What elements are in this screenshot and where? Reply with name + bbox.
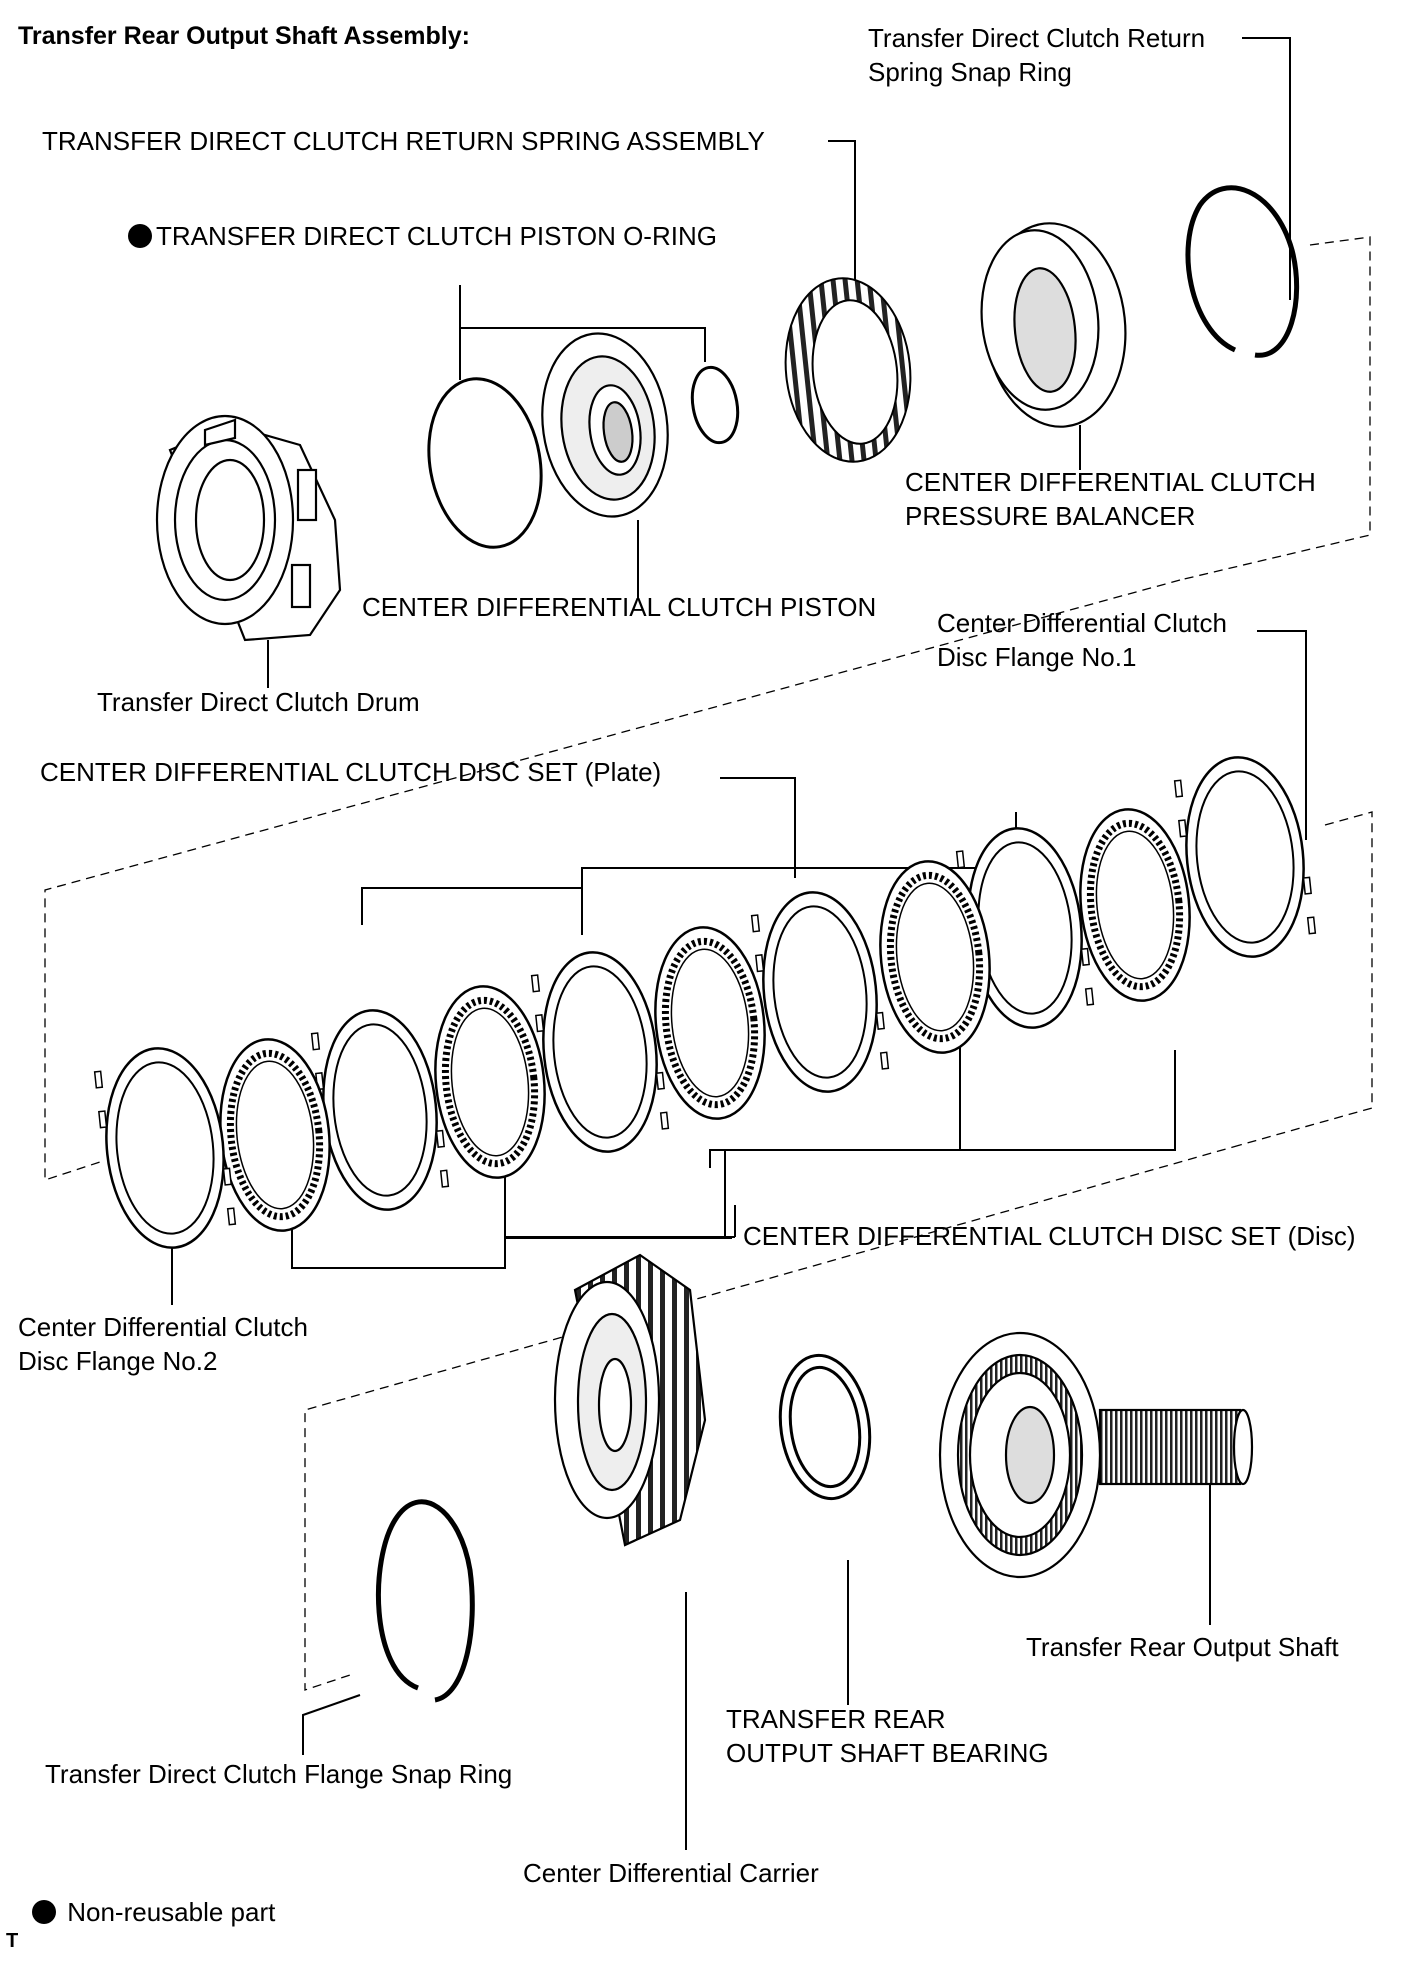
piston-o-ring-parts xyxy=(427,365,740,549)
clutch-drum-part xyxy=(155,414,342,642)
label-pressure-balancer-line1: CENTER DIFFERENTIAL CLUTCH xyxy=(905,467,1316,497)
label-pressure-balancer-line2: PRESSURE BALANCER xyxy=(905,501,1196,531)
return-snap-ring-part xyxy=(1185,185,1300,358)
label-return-spring-assembly: TRANSFER DIRECT CLUTCH RETURN SPRING ASS… xyxy=(42,126,765,156)
disc-flange-2-part xyxy=(93,1047,237,1249)
label-rear-output-shaft: Transfer Rear Output Shaft xyxy=(1026,1632,1339,1662)
clutch-plate-part xyxy=(530,951,670,1153)
clutch-disc-part xyxy=(434,985,546,1179)
clutch-piston-part xyxy=(541,332,669,518)
clutch-plate-part xyxy=(310,1009,450,1211)
label-piston-o-ring: TRANSFER DIRECT CLUTCH PISTON O-RING xyxy=(128,219,717,253)
label-disc-flange-2-line2: Disc Flange No.2 xyxy=(18,1346,218,1376)
legend-non-reusable: Non-reusable part xyxy=(32,1895,275,1929)
rear-output-bearing-part xyxy=(778,1353,872,1501)
corner-code: T xyxy=(6,1930,19,1952)
filled-circle-icon xyxy=(32,1900,56,1924)
label-disc-set-disc: CENTER DIFFERENTIAL CLUTCH DISC SET (Dis… xyxy=(743,1221,1356,1251)
clutch-disc-part xyxy=(219,1038,331,1232)
label-return-spring-snap-ring-line2: Spring Snap Ring xyxy=(868,57,1072,87)
label-differential-carrier: Center Differential Carrier xyxy=(523,1858,819,1888)
label-disc-flange-1-line1: Center Differential Clutch xyxy=(937,608,1227,638)
assembly-guide-lines xyxy=(44,236,1373,1691)
legend-text: Non-reusable part xyxy=(67,1897,276,1927)
rear-output-shaft-part xyxy=(938,1331,1254,1579)
clutch-disc-part xyxy=(1079,808,1191,1002)
diagram-title: Transfer Rear Output Shaft Assembly: xyxy=(18,22,470,50)
label-flange-snap-ring: Transfer Direct Clutch Flange Snap Ring xyxy=(45,1759,513,1789)
flange-snap-ring-part xyxy=(375,1499,475,1703)
label-disc-flange-1-line2: Disc Flange No.1 xyxy=(937,642,1137,672)
label-rear-output-bearing-line1: TRANSFER REAR xyxy=(726,1704,946,1734)
label-disc-set-plate: CENTER DIFFERENTIAL CLUTCH DISC SET (Pla… xyxy=(40,757,662,787)
label-disc-flange-2-line1: Center Differential Clutch xyxy=(18,1312,308,1342)
label-clutch-piston: CENTER DIFFERENTIAL CLUTCH PISTON xyxy=(362,592,877,622)
clutch-plate-part xyxy=(750,891,890,1093)
clutch-disc-part xyxy=(879,860,991,1054)
disc-flange-1-part xyxy=(1173,756,1317,958)
pressure-balancer-part xyxy=(980,222,1127,428)
clutch-disc-part xyxy=(654,926,766,1120)
differential-carrier-part xyxy=(553,1253,707,1547)
label-return-spring-snap-ring-line1: Transfer Direct Clutch Return xyxy=(868,23,1206,53)
return-spring-part xyxy=(784,277,912,463)
non-reusable-dot-icon xyxy=(128,224,152,248)
clutch-plate-part xyxy=(955,827,1095,1029)
clutch-disc-stack xyxy=(93,756,1317,1249)
label-rear-output-bearing-line2: OUTPUT SHAFT BEARING xyxy=(726,1738,1049,1768)
label-clutch-drum: Transfer Direct Clutch Drum xyxy=(97,687,420,717)
